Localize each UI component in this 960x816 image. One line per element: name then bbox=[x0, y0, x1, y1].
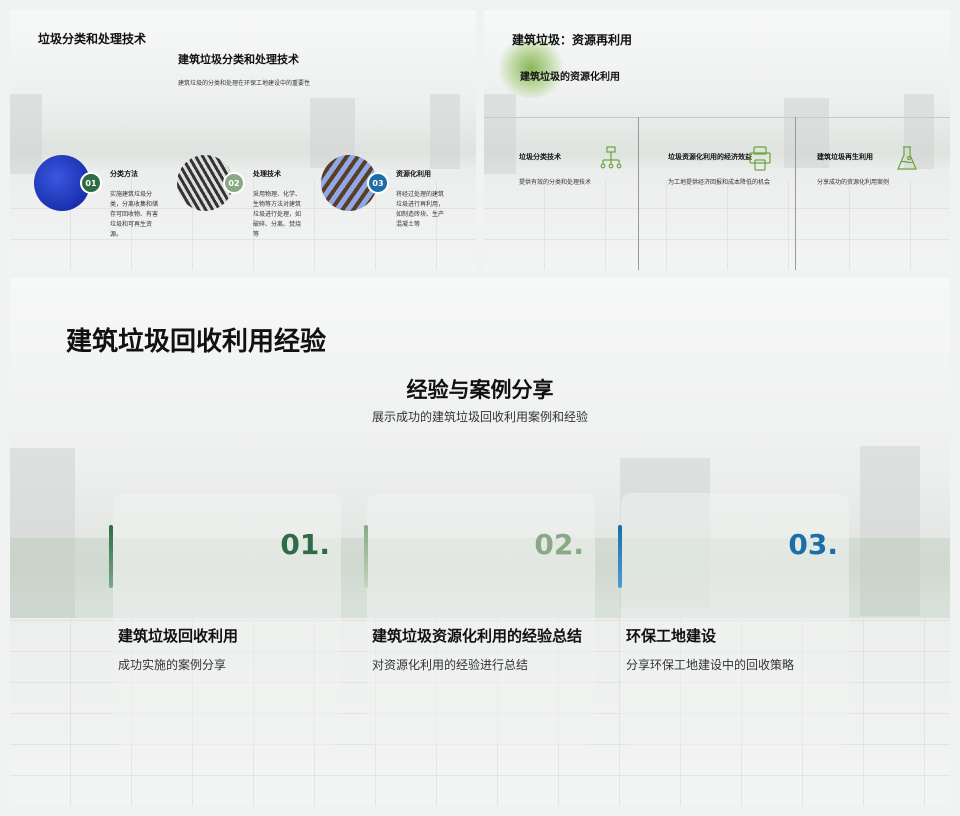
flask-icon bbox=[897, 146, 917, 170]
experience-card-2 bbox=[367, 493, 595, 745]
col-title: 建筑垃圾再生利用 bbox=[817, 153, 873, 161]
item-text: 将经过处理的建筑垃圾进行再利用，如制造砖块、生产混凝土等 bbox=[396, 191, 445, 228]
slide1-desc: 建筑垃圾的分类和处理在环保工地建设中的重要性 bbox=[178, 80, 311, 87]
card-text: 对资源化利用的经验进行总结 bbox=[372, 658, 529, 672]
card-text: 成功实施的案例分享 bbox=[118, 658, 227, 672]
slide2-title: 建筑垃圾：资源再利用 bbox=[512, 33, 633, 47]
item-number: 01 bbox=[80, 172, 102, 194]
col-text: 分享成功的资源化利用案例 bbox=[817, 179, 890, 186]
experience-card-3 bbox=[621, 493, 849, 745]
card-number: 01. bbox=[280, 528, 330, 561]
item-title: 资源化利用 bbox=[396, 170, 431, 178]
item-text: 采用物理、化学、生物等方法对建筑垃圾进行处理，如破碎、分离、焚烧等 bbox=[253, 191, 302, 238]
card-title: 建筑垃圾资源化利用的经验总结 bbox=[372, 627, 583, 645]
green-glow-decoration bbox=[496, 38, 566, 98]
card-text: 分享环保工地建设中的回收策略 bbox=[626, 658, 795, 672]
slide-thumbnail-1[interactable]: 垃圾分类和处理技术 建筑垃圾分类和处理技术 建筑垃圾的分类和处理在环保工地建设中… bbox=[10, 10, 476, 270]
col-title: 垃圾分类技术 bbox=[519, 153, 561, 161]
col-title: 垃圾资源化利用的经济效益 bbox=[668, 153, 752, 161]
slide3-subtitle: 经验与案例分享 bbox=[406, 378, 554, 402]
item-number: 03 bbox=[367, 172, 389, 194]
item-title: 处理技术 bbox=[253, 170, 281, 178]
card-number: 02. bbox=[534, 528, 584, 561]
item-title: 分类方法 bbox=[110, 170, 138, 178]
col-text: 提供有效的分类和处理技术 bbox=[519, 179, 592, 186]
slide1-subtitle: 建筑垃圾分类和处理技术 bbox=[178, 53, 299, 66]
item-text: 实施建筑垃圾分类，分离收集和储存可回收物、有害垃圾和可再生资源。 bbox=[110, 191, 159, 238]
hierarchy-icon bbox=[600, 146, 622, 169]
slide2-subtitle: 建筑垃圾的资源化利用 bbox=[520, 72, 620, 83]
slide3-desc: 展示成功的建筑垃圾回收利用案例和经验 bbox=[371, 410, 588, 424]
card-number: 03. bbox=[788, 528, 838, 561]
slide1-title: 垃圾分类和处理技术 bbox=[38, 32, 147, 46]
devices-icon bbox=[749, 146, 771, 171]
col-text: 为工地提供经济回报和成本降低的机会 bbox=[668, 179, 771, 186]
experience-card-1 bbox=[113, 493, 341, 745]
main-slide: 建筑垃圾回收利用经验 经验与案例分享 展示成功的建筑垃圾回收利用案例和经验 01… bbox=[10, 278, 950, 806]
item-number: 02 bbox=[223, 172, 245, 194]
card-title: 建筑垃圾回收利用 bbox=[118, 627, 239, 645]
slide3-title: 建筑垃圾回收利用经验 bbox=[66, 327, 327, 357]
card-title: 环保工地建设 bbox=[626, 627, 717, 645]
slide-thumbnail-2[interactable]: 建筑垃圾：资源再利用 建筑垃圾的资源化利用 垃圾分类技术 提供有效的分类和处理技… bbox=[484, 10, 950, 270]
